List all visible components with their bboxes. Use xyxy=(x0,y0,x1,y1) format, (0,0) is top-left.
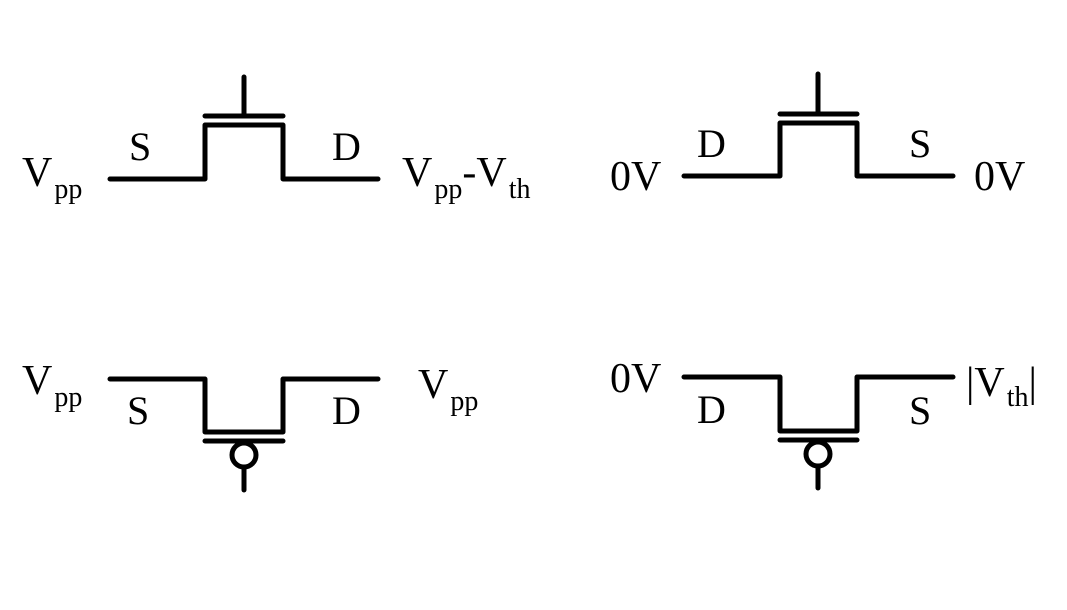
pmos-pass-right-voltage: Vpp xyxy=(418,362,478,417)
pmos-zero-drain-label: D xyxy=(697,387,726,432)
pmos-zero-right-voltage: |Vth| xyxy=(966,360,1037,413)
pmos-transistor-zero: 0V D S |Vth| xyxy=(610,356,1037,491)
nmos-transistor-pass: Vpp S D Vpp-Vth xyxy=(22,74,530,205)
nmos-pass-left-voltage: Vpp xyxy=(22,150,82,205)
pmos-zero-left-voltage: 0V xyxy=(610,356,661,402)
nmos-zero-right-voltage: 0V xyxy=(974,154,1025,200)
nmos-zero-drain-label: D xyxy=(697,121,726,166)
nmos-zero-left-voltage: 0V xyxy=(610,154,661,200)
pmos-pass-channel xyxy=(107,376,381,435)
pmos-transistor-pass: Vpp S D Vpp xyxy=(22,358,478,493)
pmos-zero-gate-bubble xyxy=(803,439,833,469)
nmos-transistor-zero: 0V D S 0V xyxy=(610,71,1025,200)
pmos-pass-drain-label: D xyxy=(332,388,361,433)
pmos-pass-left-voltage: Vpp xyxy=(22,358,82,413)
nmos-pass-drain-label: D xyxy=(332,124,361,169)
pmos-pass-gate-bubble xyxy=(229,440,259,470)
nmos-zero-channel xyxy=(681,120,956,179)
pmos-zero-source-label: S xyxy=(909,388,931,433)
pmos-zero-channel xyxy=(681,374,956,434)
nmos-zero-source-label: S xyxy=(909,121,931,166)
pmos-pass-source-label: S xyxy=(127,388,149,433)
nmos-pass-right-voltage: Vpp-Vth xyxy=(402,150,530,205)
nmos-pass-channel xyxy=(107,122,381,182)
nmos-pass-source-label: S xyxy=(129,124,151,169)
